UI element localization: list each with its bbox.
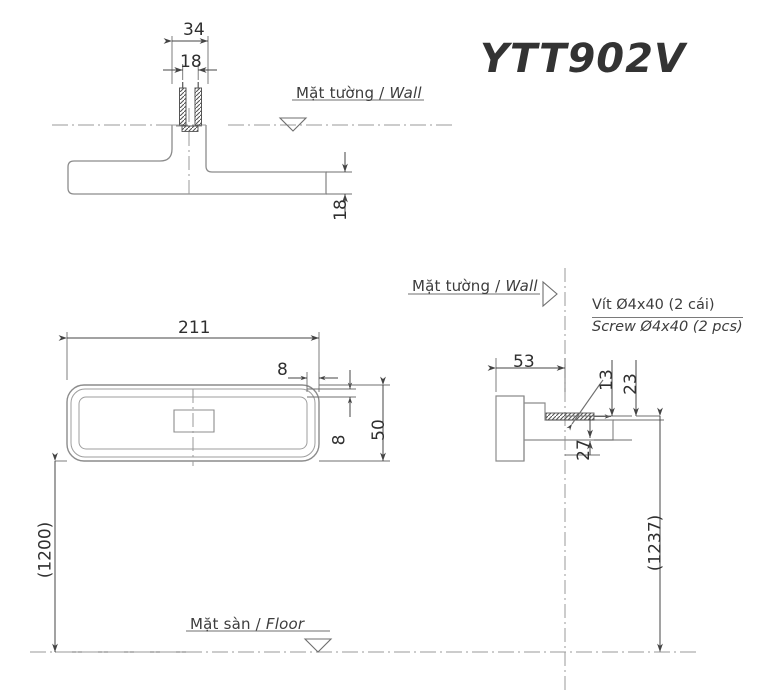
top-view-geometry [52,36,452,214]
dimension-211: 211 [178,318,211,338]
floor-label-en: Floor [265,615,305,633]
wall-label-mid-sep: / [490,277,506,295]
screw-callout-vi: Vít Ø4x40 (2 cái) [592,296,743,318]
screw-callout: Vít Ø4x40 (2 cái) Screw Ø4x40 (2 pcs) [592,296,743,337]
dimension-18-thickness: 18 [330,199,351,221]
wall-label-mid: Mặt tường / Wall [412,277,538,295]
dimension-27: 27 [573,439,594,461]
dimension-1200: (1200) [35,521,56,579]
floor-datum [30,630,700,653]
wall-label-top: Mặt tường / Wall [296,84,422,102]
dimension-8-horizontal: 8 [277,360,288,380]
floor-label: Mặt sàn / Floor [190,615,304,633]
dimension-23: 23 [620,373,641,395]
dimension-18-width: 18 [180,52,202,72]
screw-callout-en: Screw Ø4x40 (2 pcs) [592,318,743,335]
screw-side [545,412,611,421]
wall-label-mid-vi: Mặt tường [412,277,491,295]
dimension-1237: (1237) [645,514,666,572]
wall-label-top-sep: / [374,84,390,102]
front-view-geometry [52,332,390,653]
mid-wall-datum [408,268,566,690]
page-title: YTT902V [480,36,686,82]
dimension-8-vertical: 8 [329,434,350,446]
dimension-13: 13 [596,369,617,391]
dimension-34: 34 [183,20,205,40]
wall-label-top-en: Wall [389,84,422,102]
dimension-50: 50 [368,419,389,441]
floor-label-vi: Mặt sàn [190,615,251,633]
dimension-53: 53 [513,352,535,372]
screw-left [179,82,187,126]
wall-label-mid-en: Wall [505,277,538,295]
wall-label-top-vi: Mặt tường [296,84,375,102]
floor-label-sep: / [250,615,266,633]
screw-right [194,82,202,126]
side-view-geometry [487,358,664,653]
